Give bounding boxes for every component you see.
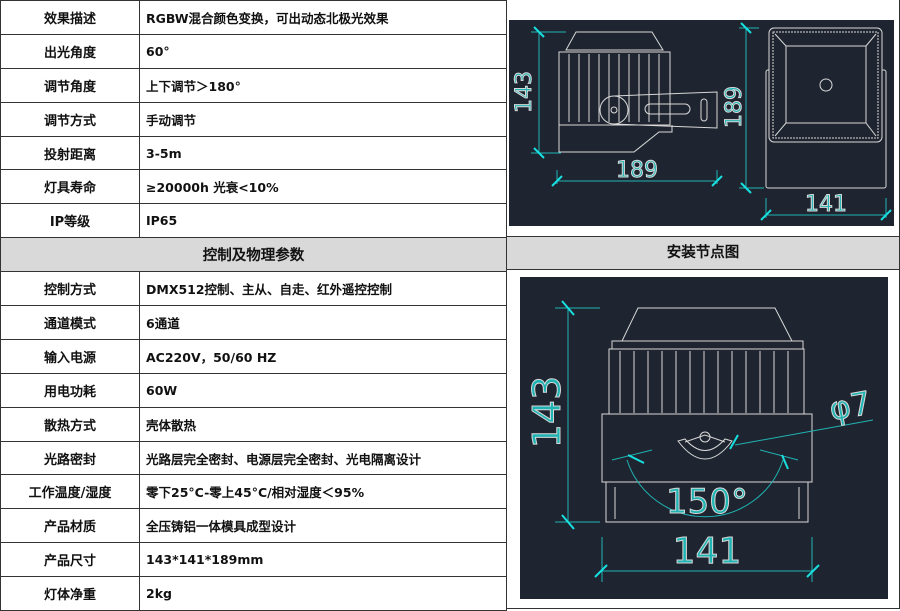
spec-row: 散热方式壳体散热 [0,406,507,442]
spec-row: 灯具寿命≥20000h 光衰<10% [0,169,507,205]
spec-label: 用电功耗 [0,372,140,408]
spec-label: 通道模式 [0,305,140,340]
spec-label: 投射距离 [0,135,140,171]
dim-height-label: 143 [512,71,537,113]
spec-row: 光路密封光路层完全密封、电源层完全密封、光电隔离设计 [0,440,507,476]
spec-row: 调节角度上下调节＞180° [0,67,507,103]
spec-row: 调节方式手动调节 [0,101,507,137]
dim-width-label: 141 [673,531,742,572]
spec-label: IP等级 [0,203,140,239]
dim-height-label: 143 [525,376,569,449]
spec-label: 产品尺寸 [0,542,140,578]
spec-value: 2kg [139,576,507,611]
dim-depth-label: 189 [722,86,747,128]
spec-label: 灯体净重 [0,576,140,611]
spec-value: IP65 [139,203,507,239]
front-view-outline [765,27,887,189]
spec-value: AC220V，50/60 HZ [139,338,507,374]
spec-label: 灯具寿命 [0,169,140,205]
section-header: 控制及物理参数 [0,237,507,273]
spec-value: ≥20000h 光衰<10% [139,169,507,205]
install-diagram-header: 安装节点图 [506,236,900,270]
fixture-outline [601,307,813,523]
spec-value: 全压铸铝一体模具成型设计 [139,508,507,544]
spec-label: 散热方式 [0,406,140,442]
dimension-drawing-side-front: 143 189 189 141 [509,20,894,226]
spec-value: 手动调节 [139,101,507,137]
spec-value: 零下25°C-零上45°C/相对湿度＜95% [139,474,507,510]
spec-value: DMX512控制、主从、自走、红外遥控控制 [139,271,507,307]
spec-label: 工作温度/湿度 [0,474,140,510]
installation-node-drawing: 143 141 150° φ7 [520,277,888,599]
spec-row: 工作温度/湿度零下25°C-零上45°C/相对湿度＜95% [0,474,507,510]
spec-value: 6通道 [139,305,507,340]
spec-value: 60W [139,372,507,408]
dim-width-label: 141 [805,192,847,217]
spec-row: 产品材质全压铸铝一体模具成型设计 [0,508,507,544]
spec-label: 调节方式 [0,101,140,137]
spec-value: 60° [139,33,507,69]
spec-label: 输入电源 [0,338,140,374]
spec-value: 上下调节＞180° [139,67,507,103]
spec-value: 光路层完全密封、电源层完全密封、光电隔离设计 [139,440,507,476]
spec-label: 出光角度 [0,33,140,69]
spec-label: 效果描述 [0,0,140,35]
section-header-row: 控制及物理参数 [0,237,507,273]
spec-value: 壳体散热 [139,406,507,442]
spec-label: 光路密封 [0,440,140,476]
spec-value: 143*141*189mm [139,542,507,578]
spec-value: 3-5m [139,135,507,171]
spec-label: 产品材质 [0,508,140,544]
side-view-outline [558,31,718,153]
spec-value: RGBW混合颜色变换，可出动态北极光效果 [139,0,507,35]
spec-label: 调节角度 [0,67,140,103]
dim-length-label: 189 [616,158,658,183]
hole-diameter-label: φ7 [826,384,873,429]
angle-label: 150° [666,482,748,522]
spec-label: 控制方式 [0,271,140,307]
